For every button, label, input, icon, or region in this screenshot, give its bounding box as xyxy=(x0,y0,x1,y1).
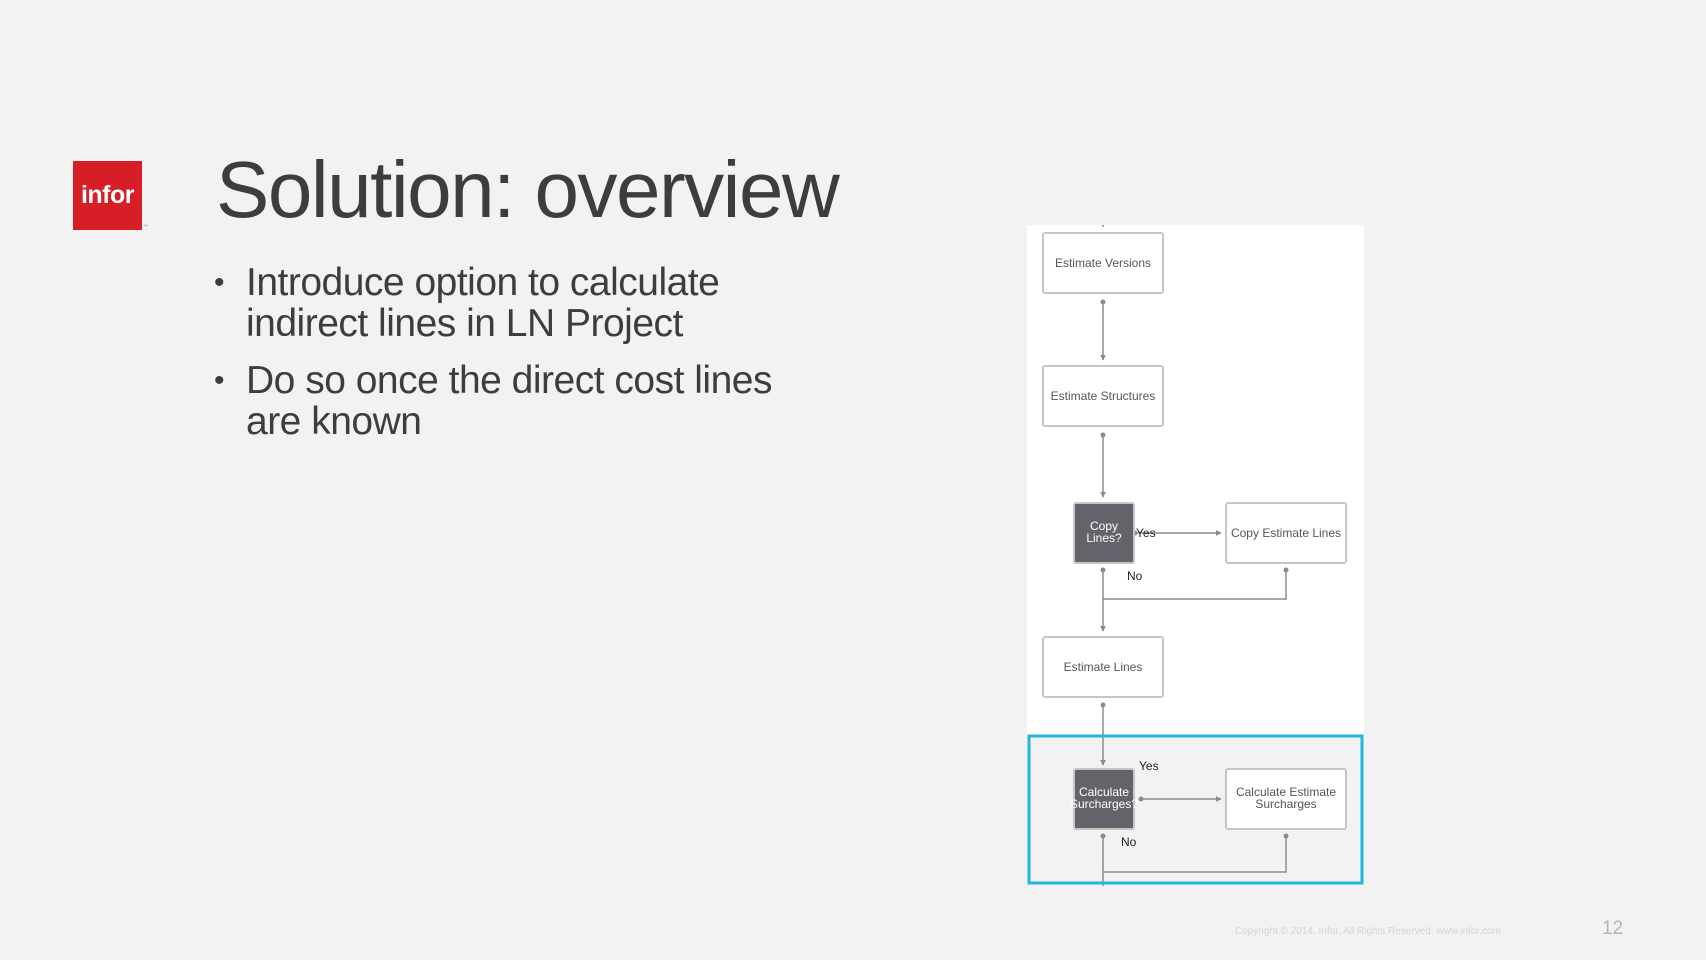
process-flowchart: Estimate Versions Estimate Structures Co… xyxy=(1027,225,1364,886)
decision-label-line-1: Calculate xyxy=(1079,785,1129,799)
node-label-line-1: Calculate Estimate xyxy=(1236,785,1336,799)
dot xyxy=(1138,796,1144,802)
logo-text: infor xyxy=(80,181,135,209)
decision-box xyxy=(1073,502,1135,564)
logo-trademark: ™ xyxy=(143,224,148,230)
node-box xyxy=(1042,232,1164,294)
node-copy-estimate-lines: Copy Estimate Lines xyxy=(1225,502,1347,564)
connector-surcharges-return xyxy=(1103,836,1287,873)
node-copy-lines-decision: Copy Lines? xyxy=(1073,502,1135,564)
infor-logo: infor xyxy=(73,161,142,230)
dot xyxy=(1100,702,1106,708)
node-box xyxy=(1042,365,1164,427)
node-label-line-2: Surcharges xyxy=(1255,797,1316,811)
bullet-text: Do so once the direct cost lines are kno… xyxy=(246,359,772,443)
node-calculate-estimate-surcharges: Calculate Estimate Surcharges xyxy=(1225,768,1347,830)
dot xyxy=(1100,299,1106,305)
node-label-copy-estimate-lines: Copy Estimate Lines xyxy=(1231,526,1341,540)
copyright-notice: Copyright © 2014. Infor. All Rights Rese… xyxy=(1235,926,1501,937)
decision-box xyxy=(1073,768,1135,830)
decision-label-line-2: Lines? xyxy=(1086,531,1122,545)
bullet-list: • Introduce option to calculate indirect… xyxy=(214,262,814,458)
dot xyxy=(1283,833,1289,839)
decision-label-line-1: Copy xyxy=(1090,519,1118,533)
flowchart-svg: Estimate Versions Estimate Structures Co… xyxy=(1027,225,1364,886)
bullet-text: Introduce option to calculate indirect l… xyxy=(246,261,720,345)
bullet-item: • Introduce option to calculate indirect… xyxy=(214,262,814,344)
edge-label-surcharge-yes: Yes xyxy=(1139,759,1159,773)
page-number: 12 xyxy=(1602,918,1624,939)
node-estimate-versions: Estimate Versions xyxy=(1042,232,1164,294)
bullet-dot: • xyxy=(214,266,225,299)
node-calculate-surcharges-decision: Calculate Surcharges? xyxy=(1070,768,1138,830)
highlight-frame xyxy=(1027,734,1364,885)
node-label-estimate-lines: Estimate Lines xyxy=(1064,660,1143,674)
node-label-estimate-structures: Estimate Structures xyxy=(1051,389,1156,403)
connectors xyxy=(1100,225,1287,886)
connector-copy-return xyxy=(1103,570,1287,600)
bullet-item: • Do so once the direct cost lines are k… xyxy=(214,360,814,442)
node-box xyxy=(1225,768,1347,830)
edge-label-copy-no: No xyxy=(1127,569,1143,583)
edge-label-copy-yes: Yes xyxy=(1136,526,1156,540)
bullet-dot: • xyxy=(214,364,225,397)
edge-label-surcharge-no: No xyxy=(1121,835,1137,849)
slide-title: Solution: overview xyxy=(216,145,840,234)
decision-label-line-2: Surcharges? xyxy=(1070,797,1138,811)
dot xyxy=(1100,833,1106,839)
dot xyxy=(1283,567,1289,573)
node-label-estimate-versions: Estimate Versions xyxy=(1055,256,1151,270)
node-box xyxy=(1225,502,1347,564)
node-estimate-structures: Estimate Structures xyxy=(1042,365,1164,427)
node-estimate-lines: Estimate Lines xyxy=(1042,636,1164,698)
dot xyxy=(1100,567,1106,573)
dot xyxy=(1100,432,1106,438)
node-box xyxy=(1042,636,1164,698)
